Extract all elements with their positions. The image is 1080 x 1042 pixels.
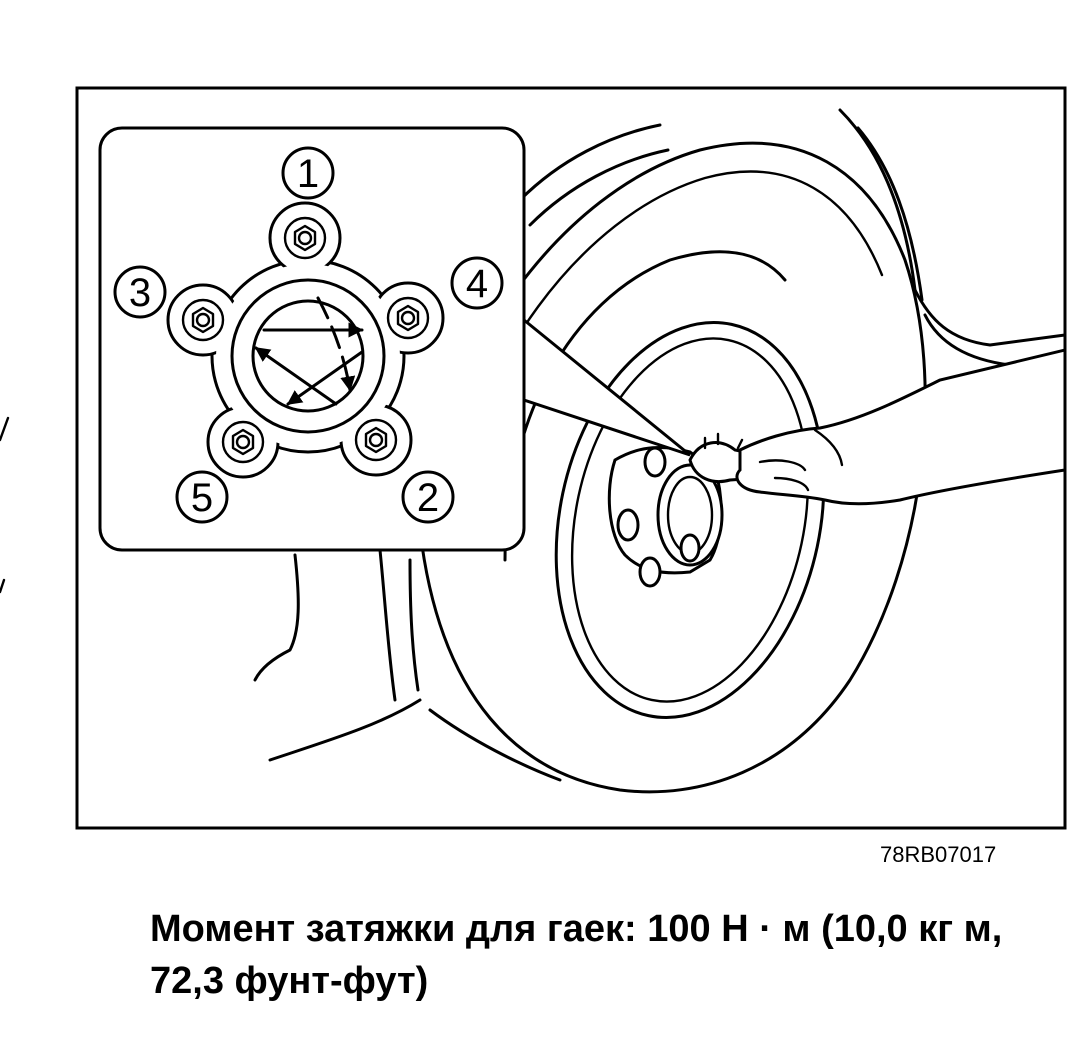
svg-text:2: 2: [417, 476, 439, 520]
svg-text:5: 5: [191, 476, 213, 520]
lug-nut-pattern-inset: 1 2 3 4 5: [98, 126, 526, 552]
sequence-label-5: 5: [175, 470, 229, 524]
sequence-label-1: 1: [281, 146, 335, 200]
torque-caption: Момент затяжки для гаек: 100 Н · м (10,0…: [150, 908, 1003, 1002]
lug-nut-2: [354, 418, 398, 462]
margin-mark: [0, 578, 6, 594]
svg-text:3: 3: [129, 271, 151, 315]
svg-text:4: 4: [466, 262, 488, 306]
sequence-arrows: [254, 296, 364, 406]
wheel-rim: [554, 321, 826, 719]
svg-text:1: 1: [297, 152, 319, 196]
sequence-label-3: 3: [113, 265, 167, 319]
sequence-label-4: 4: [450, 256, 504, 310]
figure-code: 78RB07017: [880, 842, 997, 867]
lug-nut-3: [181, 298, 225, 342]
hub-plate: [166, 201, 445, 479]
margin-mark: [0, 416, 10, 442]
car-body-lines: [253, 108, 1065, 782]
lug-nut-5: [221, 420, 265, 464]
sequence-label-2: 2: [401, 470, 455, 524]
lug-nut-4: [386, 296, 430, 340]
lug-nut-1: [283, 216, 327, 260]
hand-with-wrench: [688, 348, 1065, 506]
